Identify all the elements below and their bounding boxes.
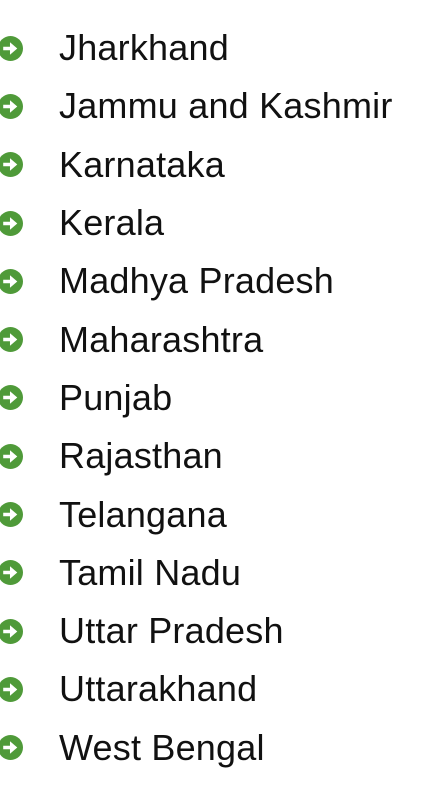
arrow-circle-right-icon <box>0 560 23 586</box>
list-item[interactable]: Jharkhand <box>0 19 430 77</box>
arrow-circle-right-icon <box>0 210 23 236</box>
list-item[interactable]: Punjab <box>0 369 430 427</box>
arrow-circle-right-icon <box>0 268 23 294</box>
state-list: Jharkhand Jammu and Kashmir Karnataka Ke… <box>0 19 430 777</box>
list-item[interactable]: Rajasthan <box>0 427 430 485</box>
arrow-circle-right-icon <box>0 152 23 178</box>
state-label: West Bengal <box>59 726 265 768</box>
arrow-circle-right-icon <box>0 735 23 761</box>
list-item[interactable]: Kerala <box>0 194 430 252</box>
list-item[interactable]: Madhya Pradesh <box>0 252 430 310</box>
arrow-circle-right-icon <box>0 385 23 411</box>
state-label: Punjab <box>59 376 173 418</box>
state-label: Jammu and Kashmir <box>59 85 393 127</box>
list-item[interactable]: Jammu and Kashmir <box>0 77 430 135</box>
list-item[interactable]: Telangana <box>0 485 430 543</box>
list-item[interactable]: West Bengal <box>0 719 430 777</box>
arrow-circle-right-icon <box>0 93 23 119</box>
arrow-circle-right-icon <box>0 676 23 702</box>
arrow-circle-right-icon <box>0 35 23 61</box>
list-item[interactable]: Karnataka <box>0 136 430 194</box>
list-item[interactable]: Uttar Pradesh <box>0 602 430 660</box>
arrow-circle-right-icon <box>0 618 23 644</box>
arrow-circle-right-icon <box>0 502 23 528</box>
state-label: Uttarakhand <box>59 668 258 710</box>
arrow-circle-right-icon <box>0 327 23 353</box>
arrow-circle-right-icon <box>0 443 23 469</box>
state-label: Jharkhand <box>59 27 229 69</box>
state-label: Telangana <box>59 493 227 535</box>
state-label: Madhya Pradesh <box>59 260 334 302</box>
list-item[interactable]: Tamil Nadu <box>0 544 430 602</box>
state-label: Uttar Pradesh <box>59 610 284 652</box>
list-item[interactable]: Uttarakhand <box>0 660 430 718</box>
state-label: Kerala <box>59 202 165 244</box>
state-label: Karnataka <box>59 143 225 185</box>
state-label: Maharashtra <box>59 318 264 360</box>
state-label: Tamil Nadu <box>59 551 242 593</box>
state-label: Rajasthan <box>59 435 223 477</box>
list-item[interactable]: Maharashtra <box>0 310 430 368</box>
